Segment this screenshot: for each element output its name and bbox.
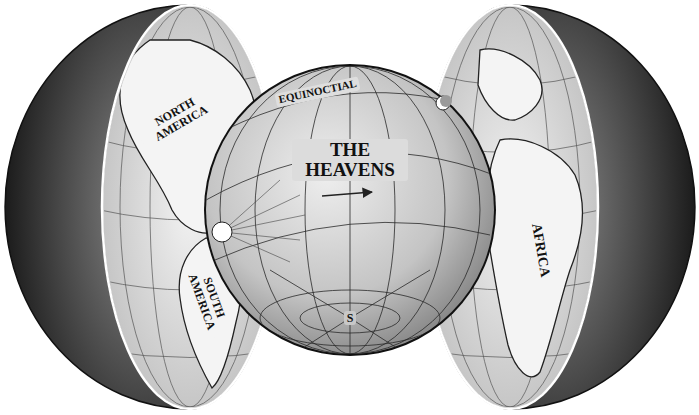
- continent-name: SOUTH AMERICA: [182, 260, 234, 341]
- circle-name: EQUINOCTIAL: [275, 76, 361, 107]
- sphere-title: THE HEAVENS: [292, 139, 408, 181]
- continent-name: NORTH AMERICA: [134, 85, 222, 152]
- pole-letter: S: [344, 311, 357, 326]
- continent-name: AFRICA: [527, 219, 554, 281]
